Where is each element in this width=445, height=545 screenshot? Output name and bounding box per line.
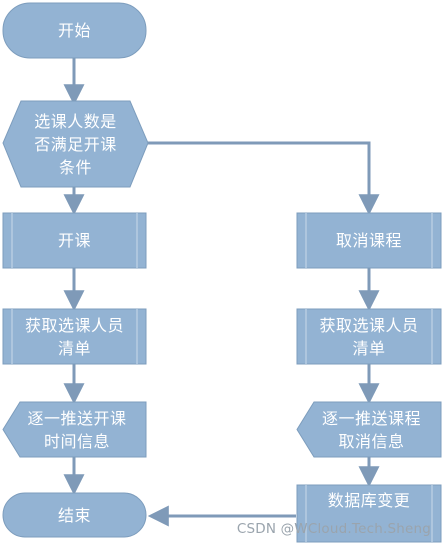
db-change-node-label: 数据库变更 bbox=[327, 490, 411, 510]
notify-open-node-label: 逐一推送开课 时间信息 bbox=[27, 408, 127, 451]
start-node-shape bbox=[2, 2, 147, 59]
get-list-right-node-shape bbox=[296, 308, 442, 365]
get-list-left-node-label: 获取选课人员 清单 bbox=[24, 315, 124, 358]
start-node-label: 开始 bbox=[57, 21, 91, 40]
open-course-node-label: 开课 bbox=[57, 231, 91, 250]
get-list-left-node-shape bbox=[2, 308, 147, 365]
open-course-node-shape bbox=[2, 212, 147, 269]
decision-node-shape bbox=[2, 100, 149, 188]
get-list-right-node-label: 获取选课人员 清单 bbox=[319, 315, 419, 358]
notify-cancel-node-label: 逐一推送课程 取消信息 bbox=[321, 408, 421, 451]
process-inner-lines bbox=[11, 213, 433, 542]
edge-decision-to-cancel-course bbox=[148, 141, 380, 216]
watermark-text: CSDN @WCloud.Tech.Sheng bbox=[236, 521, 431, 537]
end-node-label: 结束 bbox=[57, 505, 91, 525]
decision-node-label: 选课人数是 否满足开课 条件 bbox=[34, 111, 117, 177]
edges bbox=[63, 58, 380, 527]
db-change-node-shape bbox=[296, 484, 442, 543]
end-node-shape bbox=[2, 492, 147, 538]
cancel-course-node-shape bbox=[296, 212, 442, 269]
cancel-course-node-label: 取消课程 bbox=[335, 231, 402, 250]
notify-open-node-shape bbox=[2, 401, 147, 458]
notify-cancel-node-shape bbox=[296, 401, 442, 458]
